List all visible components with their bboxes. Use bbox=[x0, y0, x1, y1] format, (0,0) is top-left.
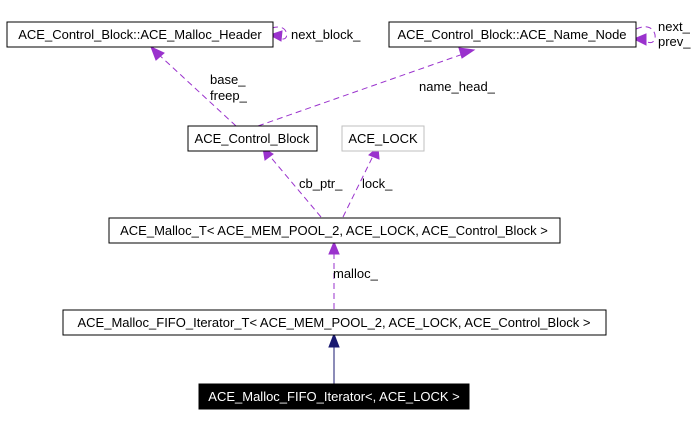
arrowhead-inherits bbox=[328, 332, 340, 348]
arrowhead-next-block bbox=[268, 30, 283, 42]
label-lock: lock_ bbox=[362, 176, 393, 191]
label-malloc: malloc_ bbox=[333, 266, 379, 281]
label-base: base_ bbox=[210, 72, 246, 87]
arrowhead-malloc bbox=[328, 240, 340, 255]
node-ace-lock[interactable]: ACE_LOCK bbox=[341, 125, 425, 152]
label-next: next_ bbox=[658, 19, 691, 34]
edge-name-head bbox=[257, 52, 467, 127]
usage-edges bbox=[156, 26, 656, 309]
node-malloc-t-label: ACE_Malloc_T< ACE_MEM_POOL_2, ACE_LOCK, … bbox=[120, 223, 548, 238]
arrowhead-base-freep bbox=[150, 46, 165, 61]
label-prev: prev_ bbox=[658, 34, 691, 49]
arrowhead-name-head bbox=[458, 47, 476, 59]
node-name-node[interactable]: ACE_Control_Block::ACE_Name_Node bbox=[388, 21, 637, 48]
node-control-block[interactable]: ACE_Control_Block bbox=[187, 125, 318, 152]
node-name-node-label: ACE_Control_Block::ACE_Name_Node bbox=[397, 27, 626, 42]
label-cb-ptr: cb_ptr_ bbox=[299, 176, 343, 191]
node-fifo-iterator-t[interactable]: ACE_Malloc_FIFO_Iterator_T< ACE_MEM_POOL… bbox=[62, 309, 607, 336]
edge-lock bbox=[342, 153, 375, 218]
node-fifo-iterator-t-label: ACE_Malloc_FIFO_Iterator_T< ACE_MEM_POOL… bbox=[78, 315, 591, 330]
label-name-head: name_head_ bbox=[419, 79, 496, 94]
arrowhead-next-prev bbox=[632, 33, 647, 46]
edge-next-prev-loop bbox=[635, 26, 656, 43]
edge-base-freep bbox=[156, 52, 237, 127]
inheritance-edge bbox=[328, 332, 340, 384]
node-malloc-header-label: ACE_Control_Block::ACE_Malloc_Header bbox=[18, 27, 262, 42]
node-malloc-t[interactable]: ACE_Malloc_T< ACE_MEM_POOL_2, ACE_LOCK, … bbox=[108, 217, 561, 244]
node-ace-lock-label: ACE_LOCK bbox=[348, 131, 418, 146]
node-fifo-iterator-label: ACE_Malloc_FIFO_Iterator<, ACE_LOCK > bbox=[208, 389, 459, 404]
edge-next-block-loop bbox=[271, 26, 288, 40]
node-malloc-header[interactable]: ACE_Control_Block::ACE_Malloc_Header bbox=[6, 21, 274, 48]
edge-labels: next_block_ next_ prev_ base_ freep_ nam… bbox=[210, 19, 691, 281]
node-control-block-label: ACE_Control_Block bbox=[195, 131, 310, 146]
node-fifo-iterator: ACE_Malloc_FIFO_Iterator<, ACE_LOCK > bbox=[198, 383, 470, 410]
label-next-block: next_block_ bbox=[291, 27, 361, 42]
edge-cb-ptr bbox=[267, 153, 322, 218]
label-freep: freep_ bbox=[210, 88, 248, 103]
